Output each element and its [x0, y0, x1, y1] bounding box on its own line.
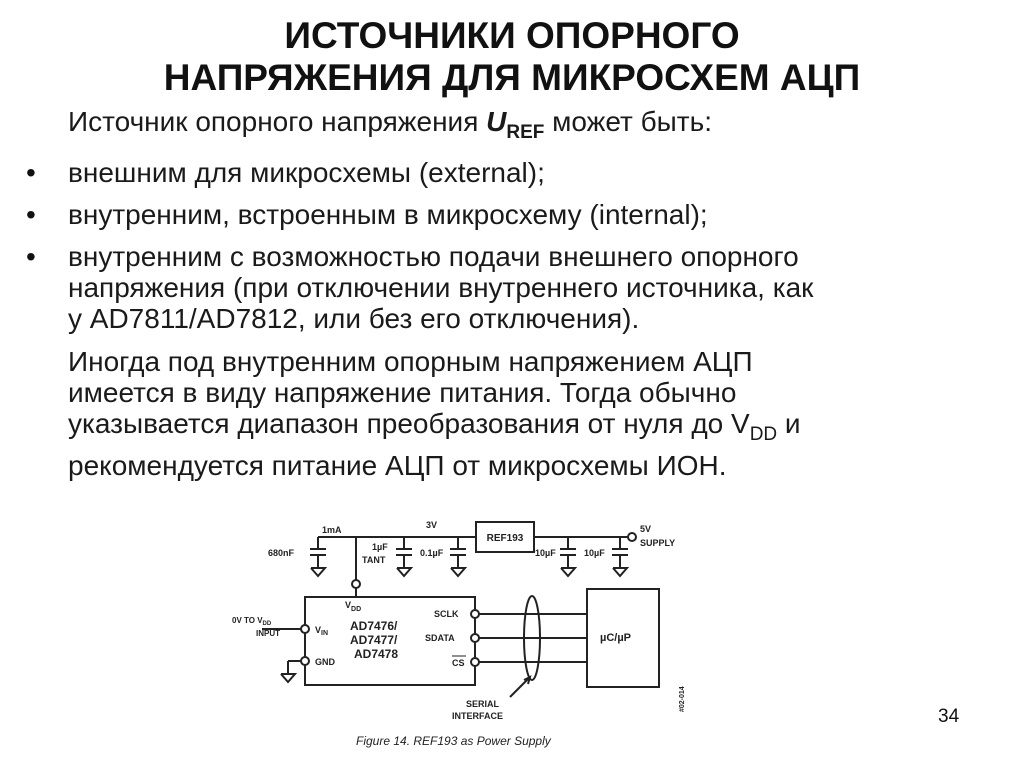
svg-text:0.1µF: 0.1µF [420, 548, 444, 558]
svg-text:10µF: 10µF [584, 548, 605, 558]
bullet-item: внутренним с возможностью подачи внешнег… [68, 241, 814, 334]
microcontroller-chip [586, 588, 660, 688]
sdata-pin [470, 633, 480, 643]
svg-text:SDATA: SDATA [425, 633, 455, 643]
svg-text:INPUT: INPUT [256, 629, 280, 638]
svg-text:AD7476/: AD7476/ [350, 619, 398, 633]
svg-text:1µF: 1µF [372, 542, 388, 552]
svg-text:SCLK: SCLK [434, 609, 459, 619]
svg-text:10µF: 10µF [535, 548, 556, 558]
svg-text:GND: GND [315, 657, 336, 667]
svg-text:CS: CS [452, 658, 465, 668]
svg-text:AD7478: AD7478 [354, 647, 398, 661]
uref-symbol: U [486, 106, 507, 137]
svg-text:1mA: 1mA [322, 525, 342, 535]
svg-text:AD7477/: AD7477/ [350, 633, 398, 647]
svg-text:INTERFACE: INTERFACE [452, 711, 503, 721]
svg-text:VIN: VIN [315, 625, 328, 637]
serial-bus-ellipse [523, 595, 541, 681]
sclk-pin [470, 609, 480, 619]
note-paragraph: Иногда под внутренним опорным напряжение… [68, 346, 801, 481]
ref193-chip-label: REF193 [487, 533, 524, 544]
svg-text:#02-014: #02-014 [679, 686, 686, 712]
svg-text:3V: 3V [426, 520, 437, 530]
svg-text:VDD: VDD [345, 600, 361, 613]
svg-text:SUPPLY: SUPPLY [640, 538, 675, 548]
svg-text:680nF: 680nF [268, 548, 295, 558]
bullet-marker: • [26, 157, 36, 188]
slide-title-line-2: НАПРЯЖЕНИЯ ДЛЯ МИКРОСХЕМ АЦП [163, 57, 861, 98]
svg-text:TANT: TANT [362, 555, 386, 565]
svg-text:0V TO VDD: 0V TO VDD [232, 616, 272, 627]
gnd-pin [300, 656, 310, 666]
figure-caption: Figure 14. REF193 as Power Supply [356, 734, 552, 748]
bullet-item: внутренним, встроенным в микросхему (int… [68, 199, 708, 230]
svg-text:5V: 5V [640, 524, 651, 534]
bullet-marker: • [26, 241, 36, 272]
vin-pin [300, 624, 310, 634]
bullet-item: внешним для микросхемы (external); [68, 157, 545, 188]
cs-pin [470, 657, 480, 667]
slide-title-line-1: ИСТОЧНИКИ ОПОРНОГО [284, 15, 740, 56]
intro-text: Источник опорного напряжения UREF может … [68, 106, 712, 143]
supply-terminal [627, 532, 637, 542]
svg-text:µC/µP: µC/µP [600, 632, 631, 644]
page-number: 34 [938, 706, 960, 727]
svg-text:SERIAL: SERIAL [466, 699, 500, 709]
bullet-marker: • [26, 199, 36, 230]
